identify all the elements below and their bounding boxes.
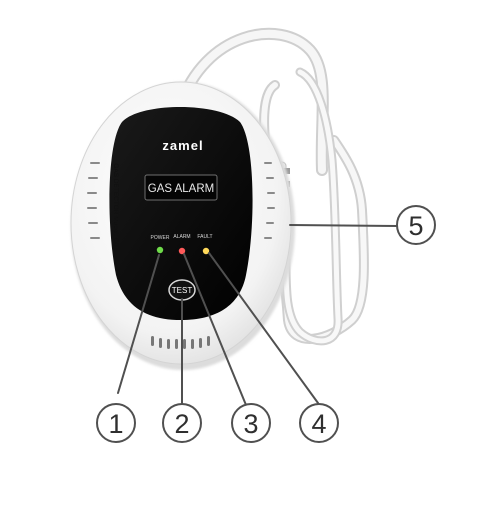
fault-label: FAULT	[197, 234, 212, 240]
callout-3-label: 3	[243, 409, 258, 439]
power-label: POWER	[151, 235, 170, 241]
front-panel	[109, 107, 253, 320]
right-vents	[264, 162, 275, 239]
bottom-vents	[151, 336, 210, 349]
callout-1: 1	[96, 403, 136, 443]
alarm-led	[178, 247, 186, 255]
callout-2: 2	[162, 403, 202, 443]
test-button-label: TEST	[172, 286, 193, 295]
model-label: GAS DETECTOR Model: CGZ-01	[112, 163, 119, 261]
left-vents	[87, 162, 100, 239]
callout-5-label: 5	[408, 211, 423, 241]
callout-4: 4	[299, 403, 339, 443]
display-text: GAS ALARM	[148, 183, 214, 195]
power-led	[156, 246, 164, 254]
detector-housing: zamel GAS ALARM GAS DETECTOR Model: CGZ-…	[70, 81, 295, 370]
callout-4-label: 4	[311, 409, 326, 439]
callout-leaders	[117, 224, 399, 406]
callout-5: 5	[396, 205, 436, 245]
brand-logo: zamel	[162, 138, 203, 153]
callout-1-label: 1	[108, 409, 123, 439]
fault-led	[202, 247, 210, 255]
callout-2-label: 2	[174, 409, 189, 439]
display-window	[144, 174, 218, 201]
alarm-label: ALARM	[173, 234, 190, 240]
callout-3: 3	[231, 403, 271, 443]
